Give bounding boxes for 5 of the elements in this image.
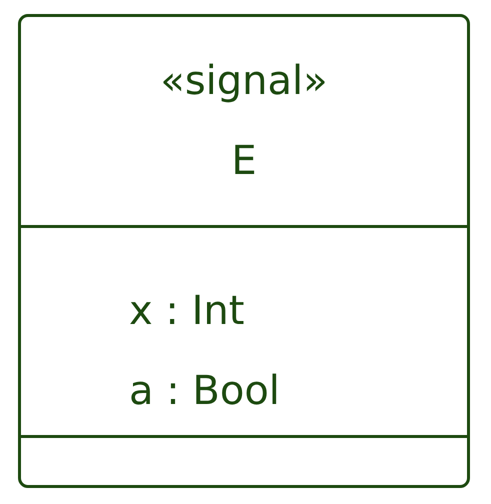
class-box xyxy=(18,14,470,488)
attribute-text: a : Bool xyxy=(129,367,280,415)
class-name: E xyxy=(230,137,258,185)
attribute-text: x : Int xyxy=(129,287,244,335)
stereotype-text: «signal» xyxy=(159,57,329,105)
